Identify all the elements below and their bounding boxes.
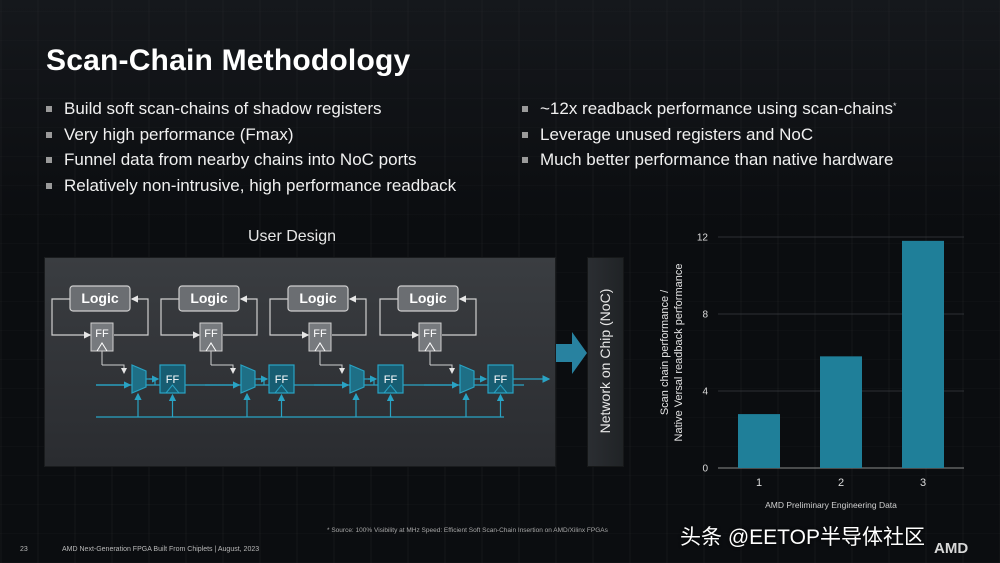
- feedback-line: [114, 295, 149, 336]
- bullet-item: Much better performance than native hard…: [522, 147, 896, 173]
- ff-to-mux-line: [320, 364, 345, 374]
- footnote-marker: *: [892, 101, 897, 111]
- x-axis-label: AMD Preliminary Engineering Data: [765, 500, 897, 510]
- chain-link-line: [258, 378, 265, 385]
- bullet-item: Very high performance (Fmax): [46, 122, 456, 148]
- bullet-text: Very high performance (Fmax): [64, 124, 294, 144]
- shadow-ff-label: FF: [204, 328, 218, 340]
- scan-ff-label: FF: [275, 374, 289, 386]
- bullet-text: Build soft scan-chains of shadow registe…: [64, 99, 382, 118]
- scan-ff-label: FF: [494, 374, 508, 386]
- mux-icon: [459, 364, 475, 394]
- mux-icon: [240, 364, 256, 394]
- ff-to-mux-line: [102, 364, 127, 374]
- footnote: * Source: 100% Visibility at MHz Speed: …: [327, 527, 608, 534]
- chain-link-line: [368, 378, 375, 385]
- bullet-list-right: ~12x readback performance using scan-cha…: [522, 96, 896, 173]
- bullet-square-icon: [46, 182, 52, 189]
- shadow-ff-label: FF: [95, 328, 109, 340]
- bullet-square-icon: [46, 131, 52, 138]
- logic-label: Logic: [409, 290, 447, 306]
- bar-mark: [738, 414, 780, 468]
- page-title: Scan-Chain Methodology: [46, 44, 411, 77]
- bullet-item: ~12x readback performance using scan-cha…: [522, 96, 896, 122]
- bullet-text: ~12x readback performance using scan-cha…: [540, 99, 893, 118]
- footer: 23 AMD Next-Generation FPGA Built From C…: [0, 536, 1000, 563]
- noc-box: [587, 257, 624, 467]
- bullet-text: Leverage unused registers and NoC: [540, 124, 814, 144]
- bullet-list-left: Build soft scan-chains of shadow registe…: [46, 96, 456, 198]
- bullet-square-icon: [46, 106, 52, 112]
- clock-triangle-icon: [424, 342, 436, 352]
- y-axis-label: Scan chain performance /Native Versal re…: [659, 264, 685, 442]
- bullet-square-icon: [522, 131, 528, 138]
- x-tick-label: 1: [756, 477, 762, 489]
- shadow-ff-label: FF: [313, 328, 327, 340]
- clock-triangle-icon: [274, 384, 289, 394]
- bar-mark: [902, 240, 944, 468]
- logic-label: Logic: [299, 290, 337, 306]
- y-tick-label: 12: [697, 233, 709, 244]
- x-tick-label: 3: [920, 477, 926, 489]
- user-design-label: User Design: [248, 228, 337, 245]
- bullet-text: Much better performance than native hard…: [540, 150, 894, 169]
- ff-to-mux-line: [211, 364, 236, 374]
- y-tick-label: 4: [702, 387, 708, 398]
- clock-triangle-icon: [314, 342, 326, 352]
- bullet-text: Relatively non-intrusive, high performan…: [64, 175, 457, 195]
- scan-ff-box: [268, 364, 295, 394]
- feedback-line: [269, 298, 310, 339]
- mux-icon: [349, 364, 365, 394]
- footer-text: AMD Next-Generation FPGA Built From Chip…: [62, 546, 260, 553]
- y-axis-label-line: Scan chain performance /: [659, 289, 671, 415]
- clock-triangle-icon: [165, 384, 180, 394]
- x-tick-label: 2: [838, 477, 844, 489]
- amd-logo: AMD: [934, 540, 969, 557]
- y-tick-label: 0: [702, 464, 708, 475]
- big-arrow-icon: [556, 332, 587, 374]
- logic-label: Logic: [81, 290, 119, 306]
- logic-label: Logic: [190, 290, 228, 306]
- noc-label: Network on Chip (NoC): [597, 288, 613, 434]
- feedback-line: [379, 298, 420, 339]
- bullet-item: Relatively non-intrusive, high performan…: [46, 173, 456, 199]
- feedback-line: [51, 298, 92, 339]
- shadow-ff-label: FF: [423, 328, 437, 340]
- bullet-item: Build soft scan-chains of shadow registe…: [46, 96, 456, 122]
- feedback-line: [160, 298, 201, 339]
- ff-to-mux-line: [430, 364, 455, 374]
- feedback-line: [442, 295, 477, 336]
- clock-triangle-icon: [383, 384, 398, 394]
- clock-triangle-icon: [493, 384, 508, 394]
- bullet-item: Leverage unused registers and NoC: [522, 122, 896, 148]
- bar-mark: [820, 356, 862, 468]
- bullet-square-icon: [522, 106, 528, 112]
- y-axis-label-line: Native Versal readback performance: [673, 264, 685, 442]
- bullet-item: Funnel data from nearby chains into NoC …: [46, 147, 456, 173]
- bullet-square-icon: [46, 157, 52, 163]
- chain-link-line: [149, 378, 156, 385]
- scan-ff-label: FF: [384, 374, 398, 386]
- scan-ff-box: [159, 364, 186, 394]
- bullet-text: Funnel data from nearby chains into NoC …: [64, 150, 417, 169]
- feedback-line: [332, 295, 367, 336]
- scan-ff-label: FF: [166, 374, 180, 386]
- bullet-square-icon: [522, 157, 528, 163]
- watermark: 头条 @EETOP半导体社区: [680, 526, 925, 549]
- mux-icon: [131, 364, 147, 394]
- clock-triangle-icon: [96, 342, 108, 352]
- feedback-line: [223, 295, 258, 336]
- scan-ff-box: [487, 364, 514, 394]
- scan-ff-box: [377, 364, 404, 394]
- y-tick-label: 8: [702, 310, 708, 321]
- clock-triangle-icon: [205, 342, 217, 352]
- page-number: 23: [20, 546, 28, 553]
